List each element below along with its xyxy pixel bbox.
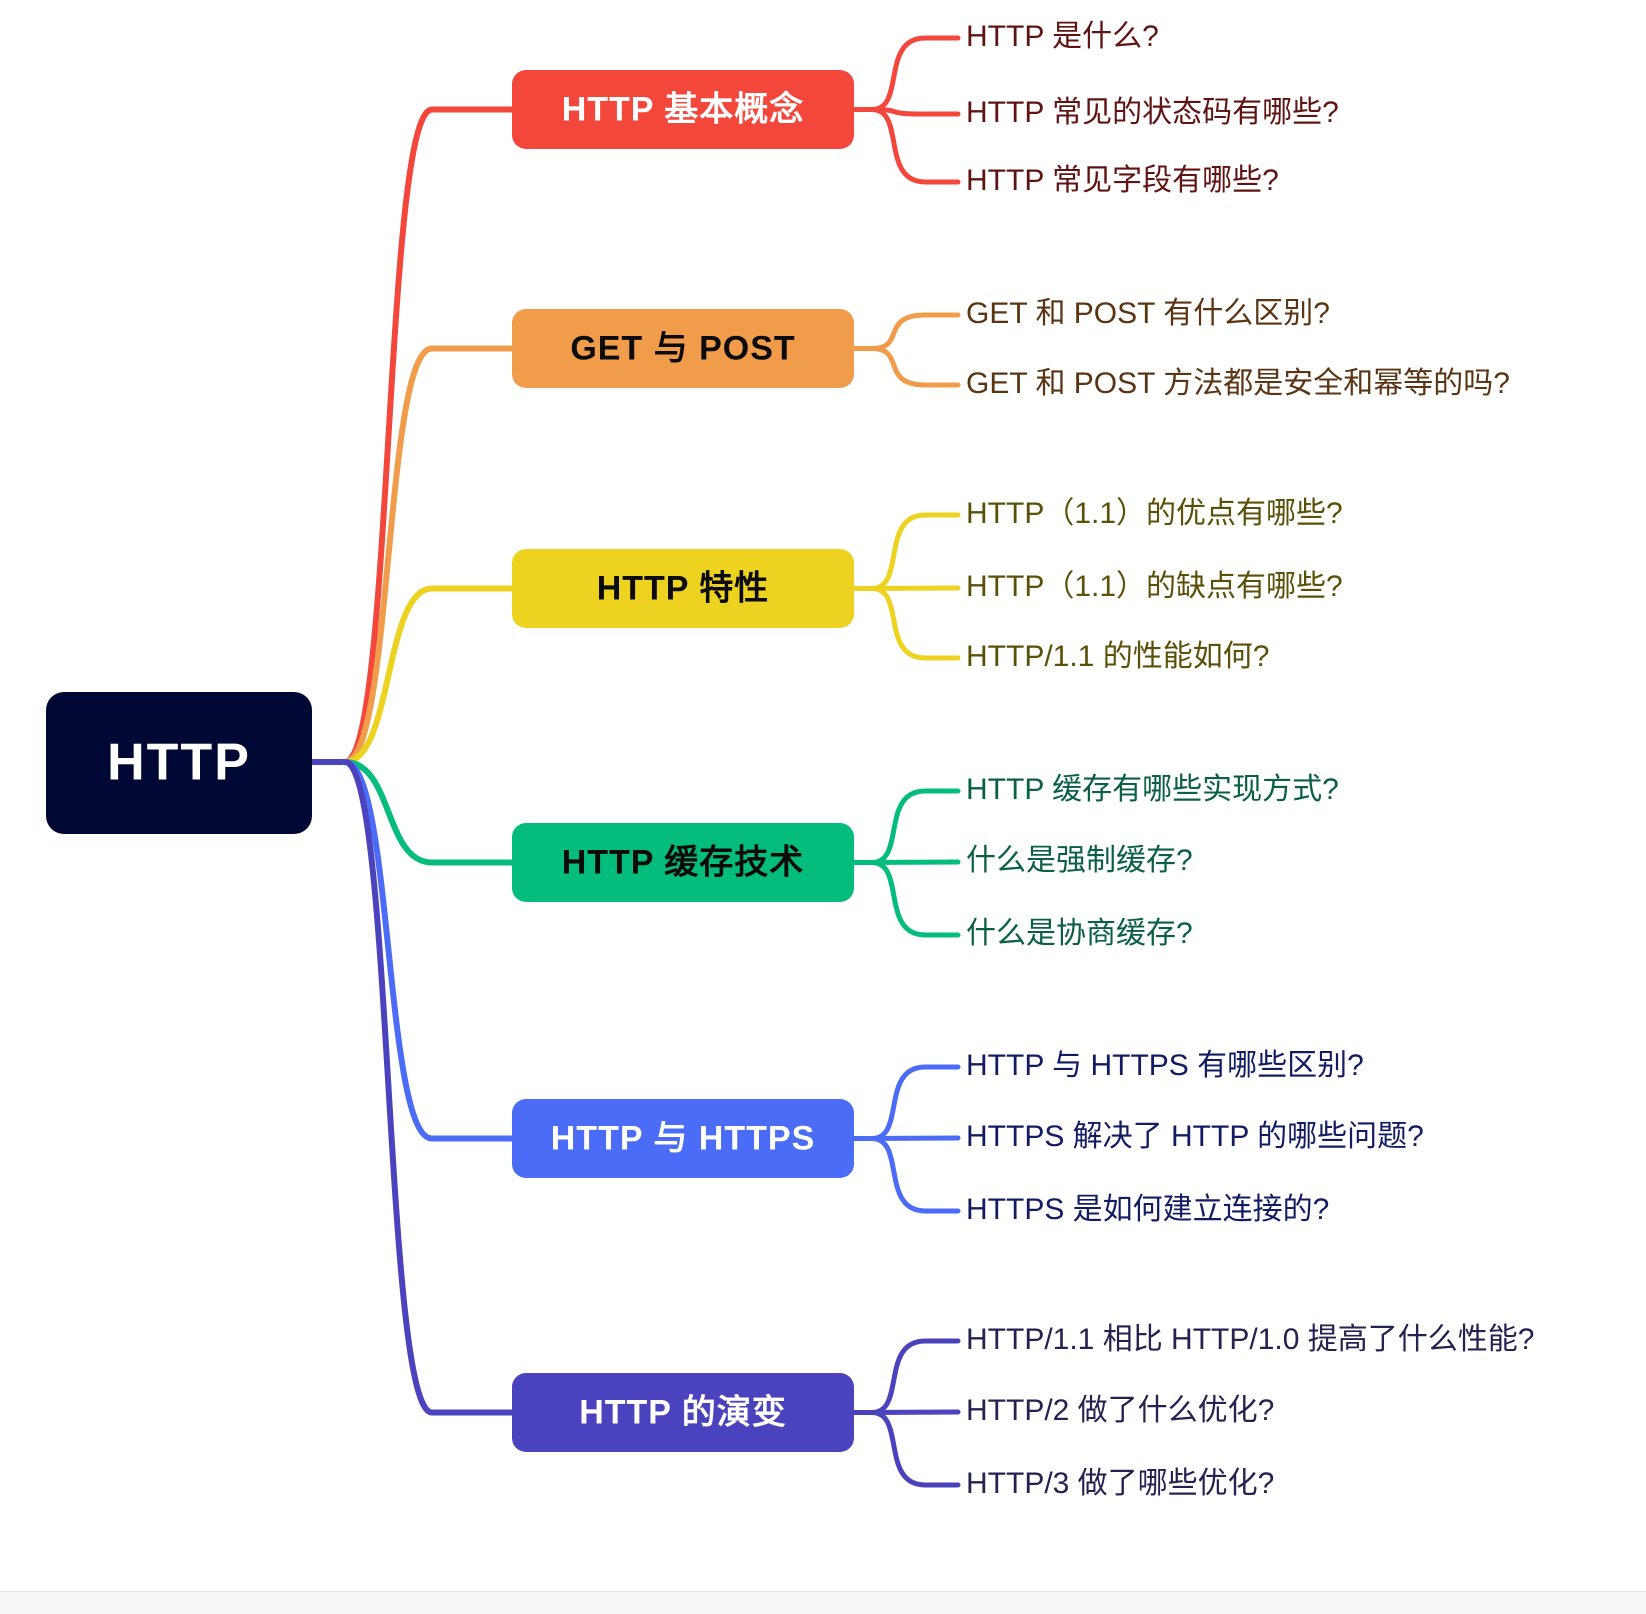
branch-node-rect[interactable] xyxy=(512,70,854,149)
branch-node-get-and-post[interactable]: GET 与 POST xyxy=(512,309,854,388)
branch-edge xyxy=(342,759,515,1416)
leaf-label[interactable]: GET 和 POST 方法都是安全和幂等的吗? xyxy=(966,367,1510,400)
branch-node-http-cache[interactable]: HTTP 缓存技术 xyxy=(512,823,854,902)
leaf-edge xyxy=(869,1136,961,1214)
branch-node-label: HTTP 特性 xyxy=(597,569,770,607)
leaf-edge xyxy=(869,512,961,591)
leaf-label[interactable]: HTTP 是什么? xyxy=(966,20,1159,53)
leaf-label[interactable]: 什么是协商缓存? xyxy=(966,917,1193,950)
branch-edge-group-http-basic-concepts xyxy=(342,106,515,765)
leaf-group-http-basic-concepts: HTTP 是什么? HTTP 常见的状态码有哪些? HTTP 常见字段有哪些? xyxy=(851,20,1339,197)
branch-node-http-and-https[interactable]: HTTP 与 HTTPS xyxy=(512,1099,854,1178)
branch-node-rect[interactable] xyxy=(512,1373,854,1452)
leaf-edge xyxy=(869,107,961,185)
root-node-rect[interactable] xyxy=(46,692,312,834)
leaf-edge xyxy=(869,346,961,388)
branch-node-rect[interactable] xyxy=(512,549,854,628)
leaf-group-http-cache: HTTP 缓存有哪些实现方式? 什么是强制缓存? 什么是协商缓存? xyxy=(851,773,1339,950)
branch-node-label: HTTP 缓存技术 xyxy=(562,843,805,881)
leaf-group-http-evolution: HTTP/1.1 相比 HTTP/1.0 提高了什么性能? HTTP/2 做了什么… xyxy=(851,1323,1534,1500)
branch-node-label: HTTP 与 HTTPS xyxy=(551,1119,816,1157)
leaf-edge xyxy=(869,1409,961,1415)
leaf-label[interactable]: HTTP 与 HTTPS 有哪些区别? xyxy=(966,1049,1364,1082)
leaf-label[interactable]: HTTP/1.1 的性能如何? xyxy=(966,640,1269,673)
leaf-label[interactable]: HTTP/3 做了哪些优化? xyxy=(966,1467,1274,1500)
branch-edge xyxy=(342,759,515,866)
branch-edge xyxy=(342,106,515,765)
branch-edge-group-http-and-https xyxy=(342,759,515,1142)
leaf-label[interactable]: HTTPS 是如何建立连接的? xyxy=(966,1193,1329,1226)
branch-edge xyxy=(342,585,515,765)
leaf-label[interactable]: HTTP（1.1）的缺点有哪些? xyxy=(966,570,1343,603)
leaf-edge xyxy=(869,788,961,865)
branch-edge xyxy=(342,345,515,765)
branch-node-http-characteristics[interactable]: HTTP 特性 xyxy=(512,549,854,628)
leaf-label[interactable]: HTTP 常见字段有哪些? xyxy=(966,164,1279,197)
branch-edge-group-get-and-post xyxy=(342,345,515,765)
leaf-edge xyxy=(869,859,961,865)
leaf-edge xyxy=(869,35,961,112)
leaf-label[interactable]: 什么是强制缓存? xyxy=(966,844,1193,877)
branch-node-rect[interactable] xyxy=(512,1099,854,1178)
leaf-edge xyxy=(869,1338,961,1415)
leaf-group-http-and-https: HTTP 与 HTTPS 有哪些区别? HTTPS 解决了 HTTP 的哪些问题?… xyxy=(851,1049,1424,1226)
leaf-label[interactable]: HTTP 缓存有哪些实现方式? xyxy=(966,773,1339,806)
branch-node-rect[interactable] xyxy=(512,309,854,388)
leaf-edge xyxy=(869,1135,961,1141)
leaf-label[interactable]: HTTP/2 做了什么优化? xyxy=(966,1394,1274,1427)
branch-node-http-evolution[interactable]: HTTP 的演变 xyxy=(512,1373,854,1452)
branch-edge-group-http-characteristics xyxy=(342,585,515,765)
leaf-group-get-and-post: GET 和 POST 有什么区别? GET 和 POST 方法都是安全和幂等的吗? xyxy=(851,297,1510,400)
leaf-edge xyxy=(869,860,961,938)
leaf-edge xyxy=(869,1410,961,1488)
leaf-group-http-characteristics: HTTP（1.1）的优点有哪些? HTTP（1.1）的缺点有哪些? HTTP/1.1… xyxy=(851,497,1343,673)
leaf-edge xyxy=(869,586,961,661)
branch-edge-group-http-cache xyxy=(342,759,515,866)
leaf-edge xyxy=(869,585,961,591)
branch-edge xyxy=(342,759,515,1142)
branch-node-label: GET 与 POST xyxy=(570,329,795,367)
leaf-label[interactable]: HTTPS 解决了 HTTP 的哪些问题? xyxy=(966,1120,1424,1153)
leaf-label[interactable]: HTTP 常见的状态码有哪些? xyxy=(966,96,1339,129)
leaf-label[interactable]: HTTP（1.1）的优点有哪些? xyxy=(966,497,1343,530)
branch-edge-group-http-evolution xyxy=(342,759,515,1416)
bottom-status-bar xyxy=(0,1591,1646,1614)
leaf-label[interactable]: HTTP/1.1 相比 HTTP/1.0 提高了什么性能? xyxy=(966,1323,1534,1356)
branch-node-rect[interactable] xyxy=(512,823,854,902)
branch-node-label: HTTP 的演变 xyxy=(579,1393,787,1431)
leaf-edge xyxy=(869,1064,961,1141)
leaf-label[interactable]: GET 和 POST 有什么区别? xyxy=(966,297,1330,330)
root-node[interactable]: HTTP xyxy=(46,692,312,834)
branch-node-label: HTTP 基本概念 xyxy=(562,89,805,128)
leaf-edge xyxy=(869,312,961,351)
root-node-label: HTTP xyxy=(107,734,251,792)
branch-node-http-basic-concepts[interactable]: HTTP 基本概念 xyxy=(512,70,854,149)
